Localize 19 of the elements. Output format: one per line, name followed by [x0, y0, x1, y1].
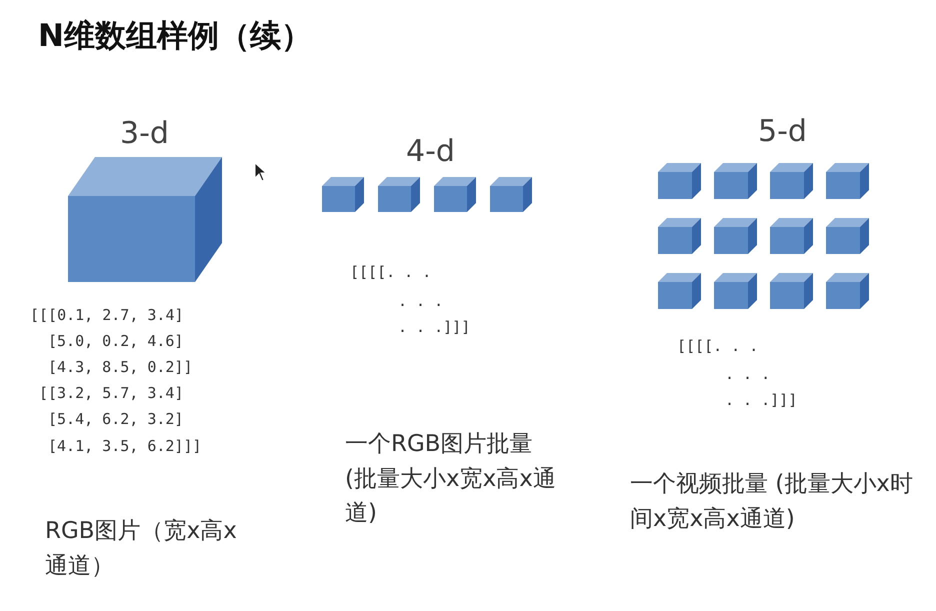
array-code-line: . . .	[398, 292, 444, 310]
description-text: 一个RGB图片批量 (批量大小x宽x高x通道)	[345, 430, 557, 528]
array-code-line: [[[[. . .	[350, 263, 432, 281]
description-text: 一个视频批量 (批量大小x时间x宽x高x通道)	[630, 470, 914, 534]
array-code-line: [[[0.1, 2.7, 3.4]	[30, 306, 184, 324]
array-code-line: . . .]]]	[398, 318, 470, 336]
array-code-line: [4.1, 3.5, 6.2]]]	[48, 437, 202, 455]
dimension-heading: 3-d	[120, 116, 169, 152]
array-code-line: [[3.2, 5.7, 3.4]	[39, 384, 184, 402]
array-code-line: [[[[. . .	[677, 337, 758, 355]
slide-title: N维数组样例（续）	[38, 18, 312, 56]
array-code-line: . . .]]]	[725, 391, 798, 409]
array-code-line: [5.4, 6.2, 3.2]	[48, 410, 184, 428]
description-text: RGB图片（宽x高x通道）	[45, 517, 238, 580]
dimension-heading: 5-d	[758, 114, 807, 150]
array-code-line: [5.0, 0.2, 4.6]	[48, 332, 184, 350]
array-code-line: [4.3, 8.5, 0.2]]	[48, 358, 192, 376]
array-code-line: . . .	[725, 365, 770, 383]
dimension-heading: 4-d	[406, 134, 455, 170]
